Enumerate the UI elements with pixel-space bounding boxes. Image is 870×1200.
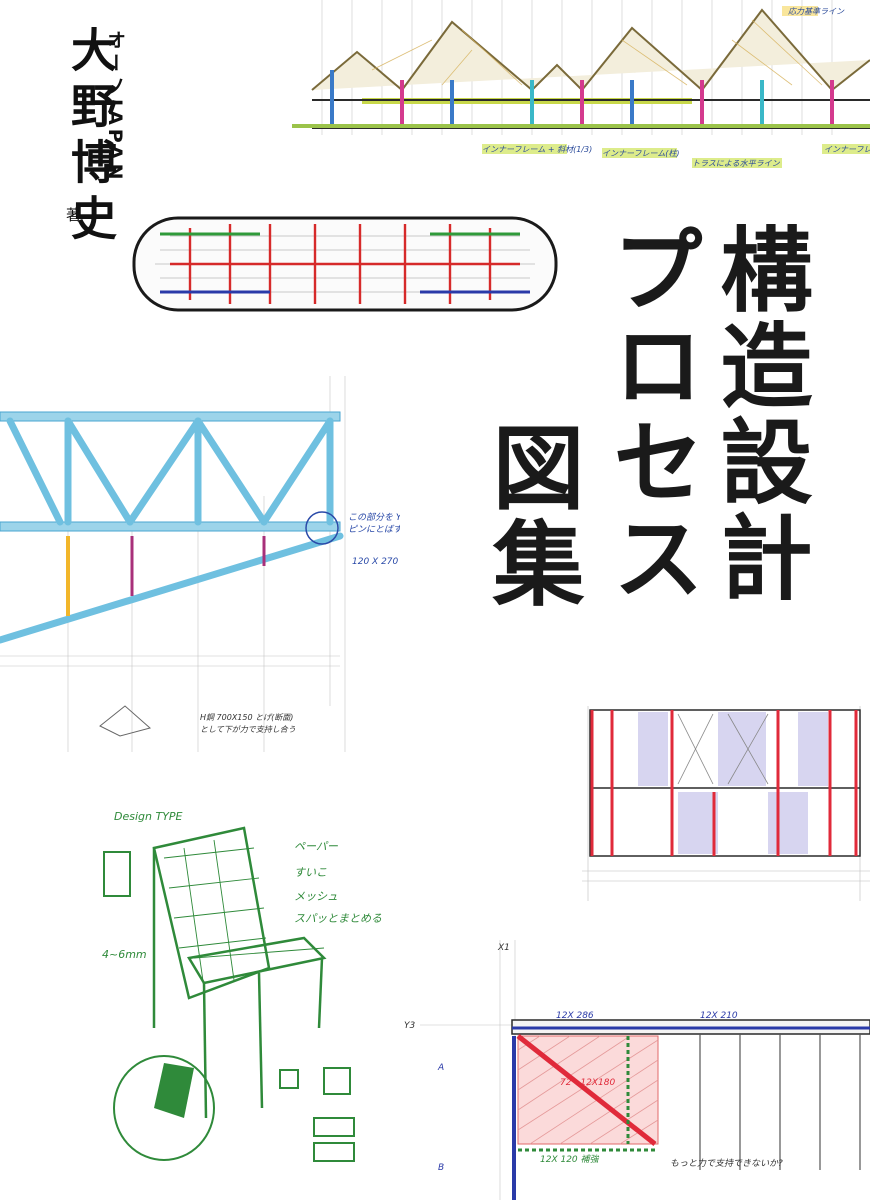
- title-line-1: 構造設計: [705, 222, 812, 606]
- chair-sketch: Design TYPE ペーパー すいこ メッシュ スパッとまとめる 4~6mm: [94, 808, 394, 1178]
- frame-mark-b: B: [438, 1163, 444, 1173]
- frame-note-1: 12X 286: [556, 1011, 594, 1021]
- frame-note-3: 12X 120 補強: [540, 1154, 600, 1165]
- frame-note-4: 72 - 12X180: [560, 1078, 615, 1088]
- author-name: 大野博史: [64, 26, 118, 250]
- author-role: 著: [66, 206, 82, 224]
- frame-note-2: 12X 210: [700, 1011, 738, 1021]
- truss-note-2: ピンにとばす: [348, 524, 400, 535]
- capsule-plan-sketch: [130, 214, 560, 314]
- chair-note-3: メッシュ: [294, 890, 338, 903]
- truss-note-3: 120 X 270: [352, 557, 399, 567]
- roof-top-label: 応力基準ライン: [788, 7, 845, 16]
- chair-note-2: すいこ: [294, 866, 327, 879]
- title-line-2: プロセス: [597, 222, 704, 606]
- roof-label-3: トラスによる水平ライン: [692, 159, 781, 168]
- frame-grid-top: X1: [497, 943, 510, 953]
- chair-note-1: ペーパー: [294, 840, 339, 853]
- truss-note-1: この部分を Y: [348, 512, 400, 523]
- truss-note-4: H鋼 700X150 とげ(断面): [200, 713, 293, 722]
- roof-label-2: インナーフレーム(柱): [602, 149, 680, 158]
- roof-elevation-sketch: インナーフレーム + 斜材(1/3) インナーフレーム(柱) トラスによる水平ラ…: [292, 0, 870, 180]
- roof-label-1: インナーフレーム + 斜材(1/3): [482, 145, 592, 154]
- frame-mark-a: A: [437, 1063, 444, 1073]
- truss-note-5: として下が力で支持し合う: [200, 725, 296, 734]
- hatched-frame-sketch: 12X 286 12X 210 12X 120 補強 72 - 12X180 も…: [400, 940, 870, 1200]
- frame-elevation-sketch: [568, 696, 870, 906]
- chair-header: Design TYPE: [114, 810, 183, 823]
- title-line-3: 図集: [477, 420, 584, 612]
- roof-label-4: インナーフレーム: [824, 145, 870, 154]
- truss-section-sketch: この部分を Y ピンにとばす 120 X 270 H鋼 700X150 とげ(断…: [0, 376, 400, 752]
- chair-note-5: 4~6mm: [102, 948, 147, 961]
- frame-note-5: もっと力で支持できないか?: [670, 1158, 783, 1169]
- author-org: オーノJAPAN: [104, 30, 126, 184]
- chair-note-4: スパッとまとめる: [294, 912, 382, 925]
- frame-grid-left: Y3: [404, 1021, 415, 1031]
